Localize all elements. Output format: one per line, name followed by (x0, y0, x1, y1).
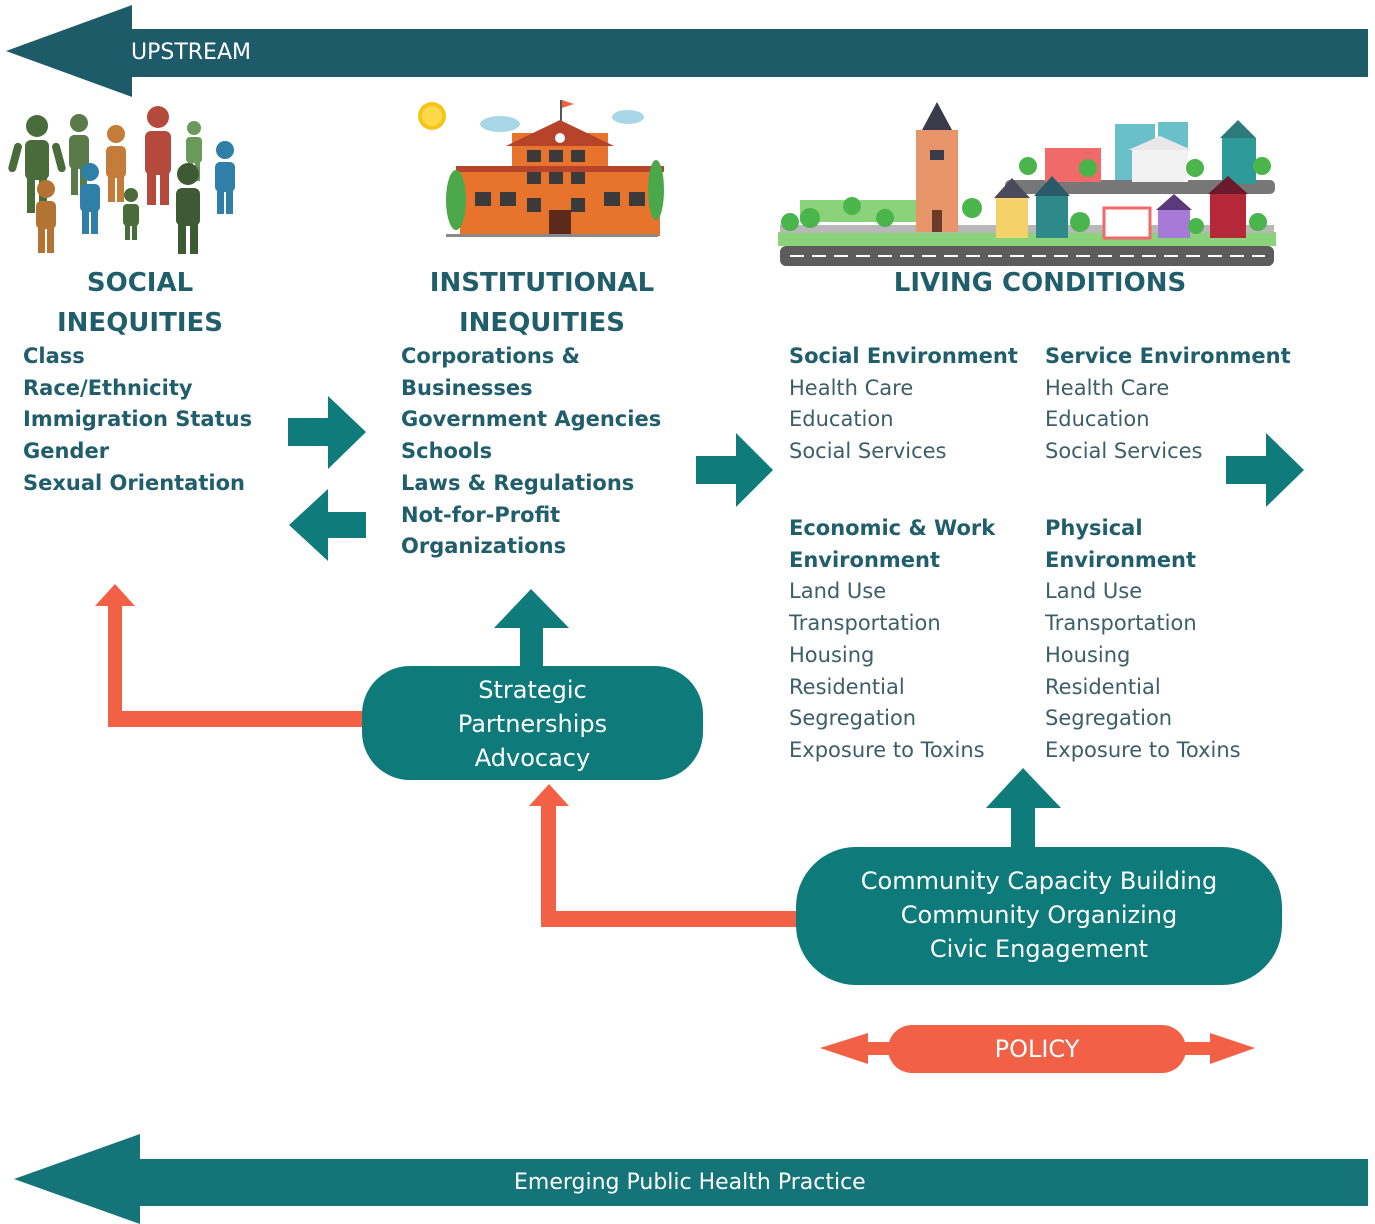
list-heading: Environment (1045, 547, 1197, 572)
list-item: Land Use (1045, 579, 1143, 604)
upstream-arrow (6, 5, 1368, 97)
strategic-partnerships-box: Strategic Partnerships Advocacy (362, 666, 703, 780)
community-capacity-box: Community Capacity Building Community Or… (796, 847, 1282, 985)
list-item: Education (789, 407, 894, 432)
list-item: Segregation (1045, 706, 1173, 731)
list-heading: Physical (1045, 516, 1143, 540)
institutional-inequities-list: Corporations & Businesses Government Age… (401, 341, 661, 563)
list-item: Immigration Status (23, 407, 253, 432)
people-group-icon (8, 106, 235, 254)
arrow-up-strategic (494, 589, 569, 668)
social-title-line2: INEQUITIES (57, 308, 223, 338)
social-title-line1: SOCIAL (86, 268, 194, 298)
social-environment-list: Social Environment Health Care Education… (789, 341, 1018, 468)
list-heading: Service Environment (1045, 344, 1291, 368)
list-item: Schools (401, 439, 493, 464)
list-item: Health Care (789, 375, 914, 400)
orange-arrow-to-social (95, 584, 362, 727)
list-item: Gender (23, 439, 110, 464)
list-heading: Economic & Work (789, 516, 996, 540)
list-item: Transportation (1045, 611, 1197, 636)
arrow-right-living-out (1226, 433, 1304, 507)
list-item: Race/Ethnicity (23, 375, 193, 400)
service-environment-list: Service Environment Health Care Educatio… (1045, 341, 1291, 468)
list-item: Sexual Orientation (23, 470, 245, 495)
living-conditions-title: LIVING CONDITIONS (893, 268, 1187, 298)
list-item: Transportation (789, 611, 941, 636)
arrow-left-institutional-to-social (289, 489, 366, 561)
list-item: Social Services (1045, 439, 1203, 464)
school-building-icon (418, 100, 664, 237)
town-illustration-icon (778, 102, 1276, 266)
list-item: Education (1045, 407, 1150, 432)
economic-work-environment-list: Economic & Work Environment Land Use Tra… (789, 513, 995, 767)
emerging-practice-arrow (14, 1134, 1368, 1224)
box-line: Civic Engagement (929, 935, 1149, 963)
arrow-up-community (986, 768, 1061, 848)
list-item: Organizations (401, 534, 567, 559)
list-item: Health Care (1045, 375, 1170, 400)
institutional-inequities-title: INSTITUTIONAL INEQUITIES (415, 263, 669, 343)
social-inequities-list: Class Race/Ethnicity Immigration Status … (23, 341, 252, 500)
box-line: Advocacy (474, 744, 591, 772)
list-item: Residential (789, 674, 905, 699)
institutional-title-line2: INEQUITIES (459, 308, 625, 338)
social-inequities-title: SOCIAL INEQUITIES (20, 263, 260, 343)
box-line: Community Organizing (900, 901, 1178, 929)
list-item: Government Agencies (401, 407, 662, 432)
list-item: Segregation (789, 706, 917, 731)
list-item: Exposure to Toxins (1045, 737, 1241, 762)
emerging-practice-label: Emerging Public Health Practice (514, 1170, 866, 1195)
list-item: Businesses (401, 375, 533, 400)
list-item: Residential (1045, 674, 1161, 699)
list-item: Social Services (789, 439, 947, 464)
list-item: Housing (789, 642, 875, 667)
policy-label: POLICY (994, 1035, 1080, 1063)
arrow-right-social-to-institutional (288, 396, 366, 469)
physical-environment-list: Physical Environment Land Use Transporta… (1045, 513, 1241, 767)
box-line: Strategic (478, 676, 587, 704)
upstream-label: UPSTREAM (131, 40, 251, 65)
list-item: Laws & Regulations (401, 470, 635, 495)
list-item: Land Use (789, 579, 887, 604)
list-item: Class (23, 344, 85, 368)
list-item: Housing (1045, 642, 1131, 667)
institutional-title-line1: INSTITUTIONAL (429, 268, 655, 298)
arrow-right-institutional-to-living (696, 433, 773, 507)
orange-arrow-to-strategic (529, 784, 797, 927)
list-heading: Social Environment (789, 344, 1018, 368)
box-line: Community Capacity Building (860, 867, 1218, 895)
list-item: Not-for-Profit (401, 502, 561, 527)
list-item: Exposure to Toxins (789, 737, 985, 762)
list-item: Corporations & (401, 344, 580, 368)
policy-pill: POLICY (888, 1025, 1186, 1073)
box-line: Partnerships (457, 710, 608, 738)
list-heading: Environment (789, 547, 941, 572)
